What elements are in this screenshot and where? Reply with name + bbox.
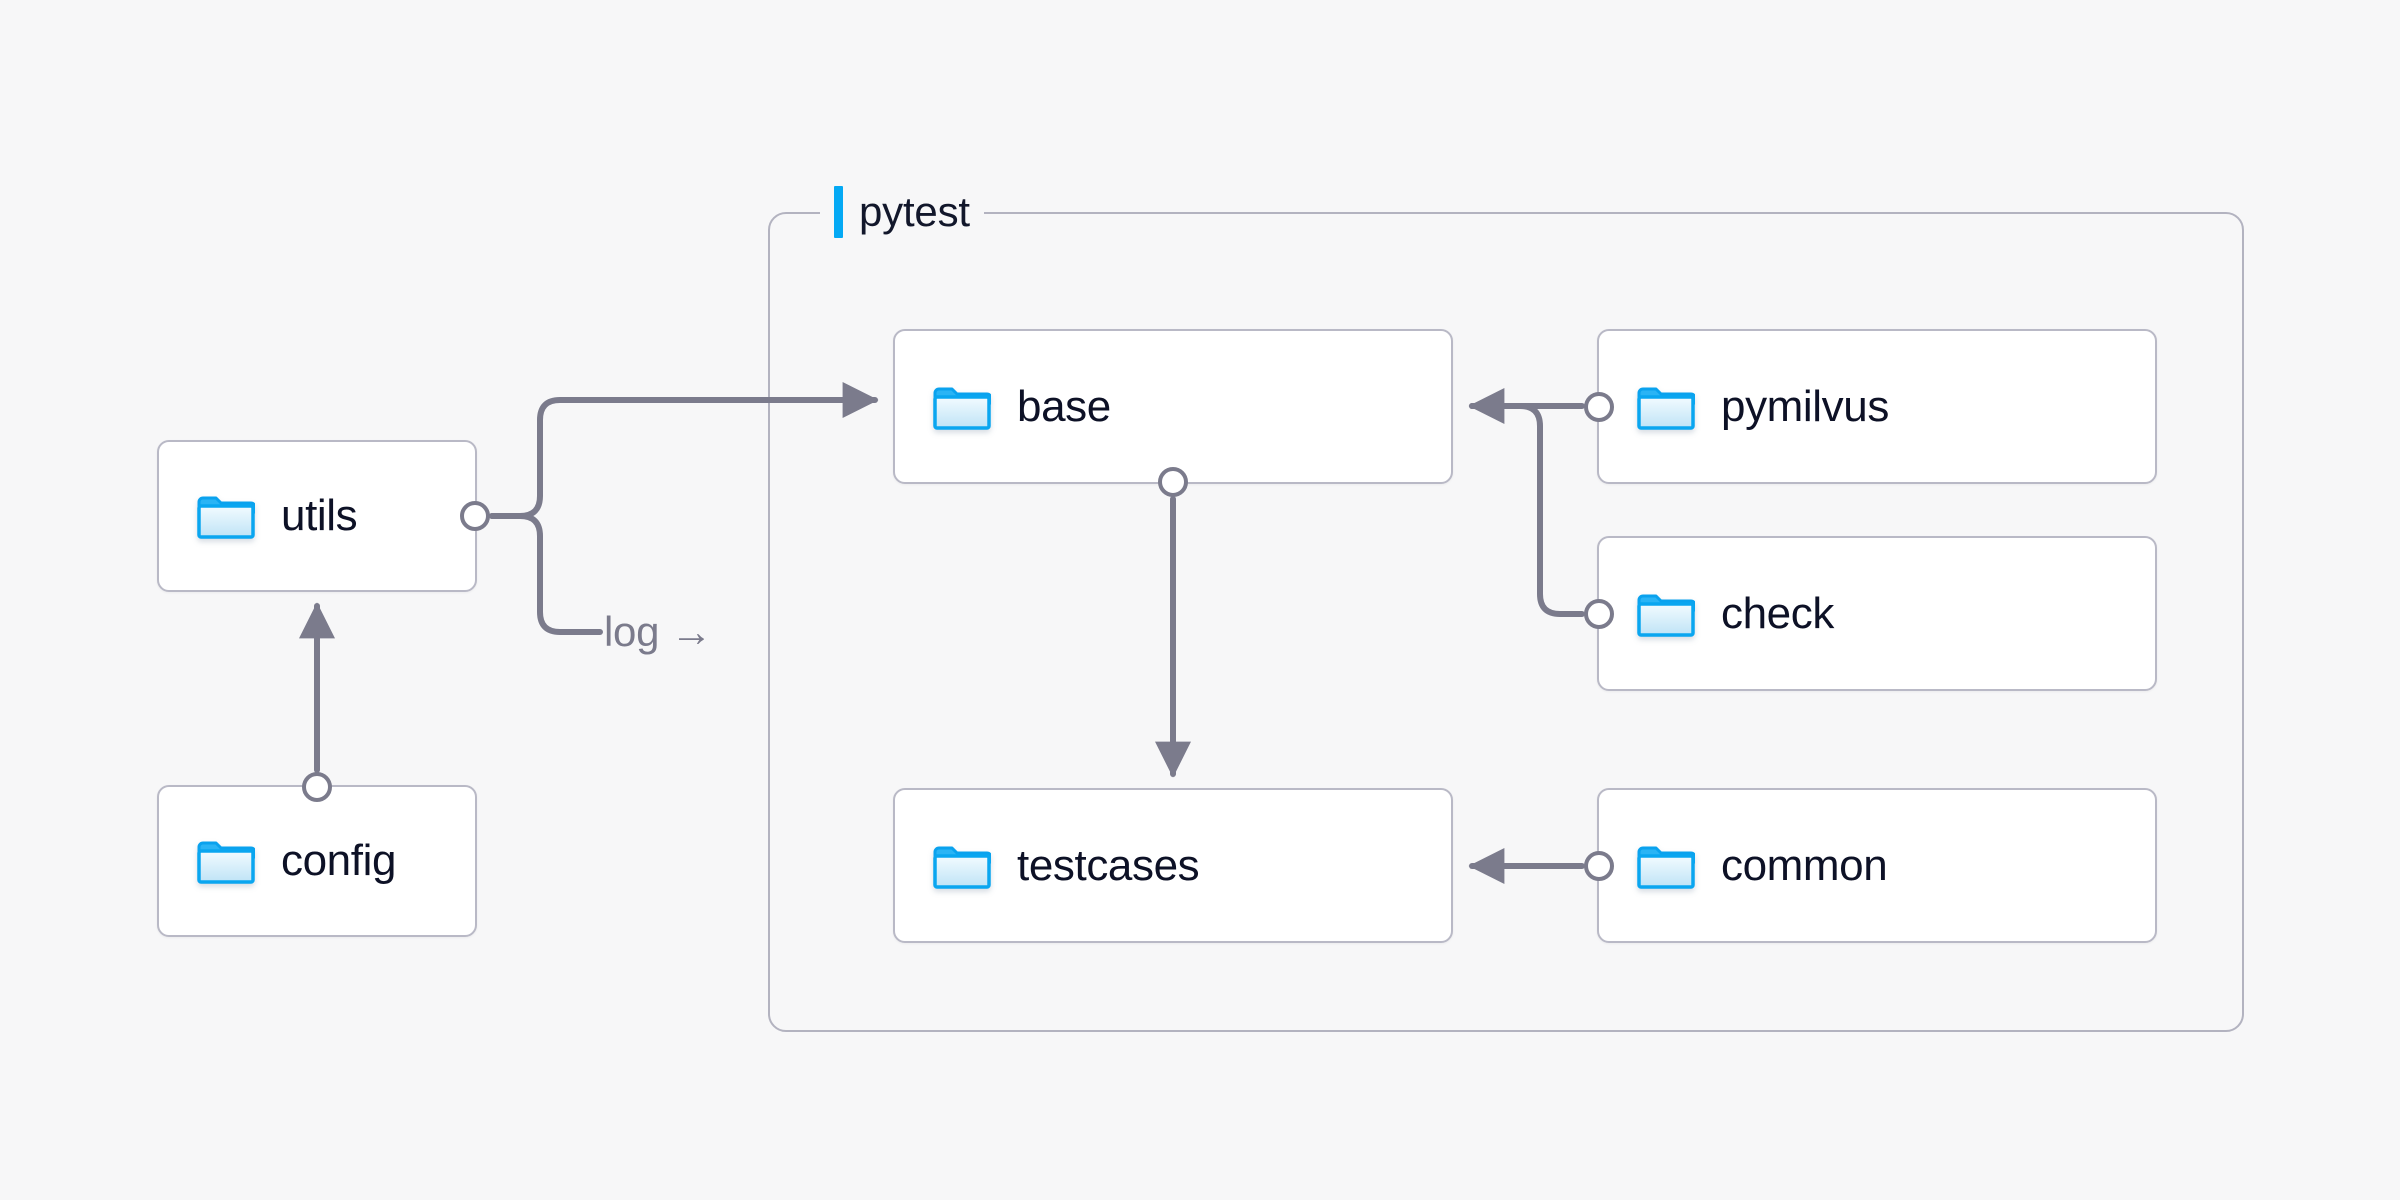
folder-icon — [1637, 846, 1695, 889]
node-content-base: base — [895, 382, 1111, 432]
edge-label-log: log → — [604, 608, 713, 655]
node-content-utils: utils — [159, 491, 358, 541]
folder-icon — [933, 387, 991, 430]
port-top-config[interactable] — [302, 772, 332, 802]
group-label-pytest: pytest — [820, 185, 984, 239]
port-right-utils[interactable] — [460, 501, 490, 531]
node-content-pymilvus: pymilvus — [1599, 382, 1889, 432]
edge-utils-log — [489, 513, 603, 635]
accent-bar-icon — [834, 186, 843, 238]
node-pymilvus[interactable]: pymilvus — [1584, 329, 2157, 484]
node-content-testcases: testcases — [895, 840, 1200, 891]
node-testcases[interactable]: testcases — [893, 788, 1453, 943]
node-check[interactable]: check — [1584, 536, 2157, 691]
node-label-common: common — [1721, 840, 1888, 890]
port-left-common[interactable] — [1584, 850, 1614, 881]
node-content-common: common — [1599, 840, 1888, 891]
folder-icon — [1637, 594, 1695, 637]
port-left-check[interactable] — [1584, 598, 1614, 629]
port-left-pymilvus[interactable] — [1584, 391, 1614, 422]
folder-icon — [197, 841, 255, 884]
node-label-config: config — [281, 836, 397, 885]
node-label-utils: utils — [281, 491, 358, 540]
node-content-check: check — [1599, 589, 1834, 639]
port-bottom-base[interactable] — [1158, 467, 1188, 497]
node-content-config: config — [159, 836, 396, 886]
node-common[interactable]: common — [1584, 788, 2157, 943]
node-config[interactable]: config — [157, 772, 477, 937]
folder-icon — [197, 496, 255, 539]
folder-icon — [933, 846, 991, 889]
group-container-pytest[interactable] — [768, 212, 2244, 1032]
node-base[interactable]: base — [893, 329, 1453, 497]
node-label-testcases: testcases — [1017, 840, 1200, 890]
node-label-pymilvus: pymilvus — [1721, 381, 1889, 431]
node-label-check: check — [1721, 588, 1834, 638]
folder-icon — [1637, 387, 1695, 430]
node-label-base: base — [1017, 381, 1111, 431]
node-utils[interactable]: utils — [157, 440, 490, 592]
group-title-text: pytest — [859, 188, 970, 235]
